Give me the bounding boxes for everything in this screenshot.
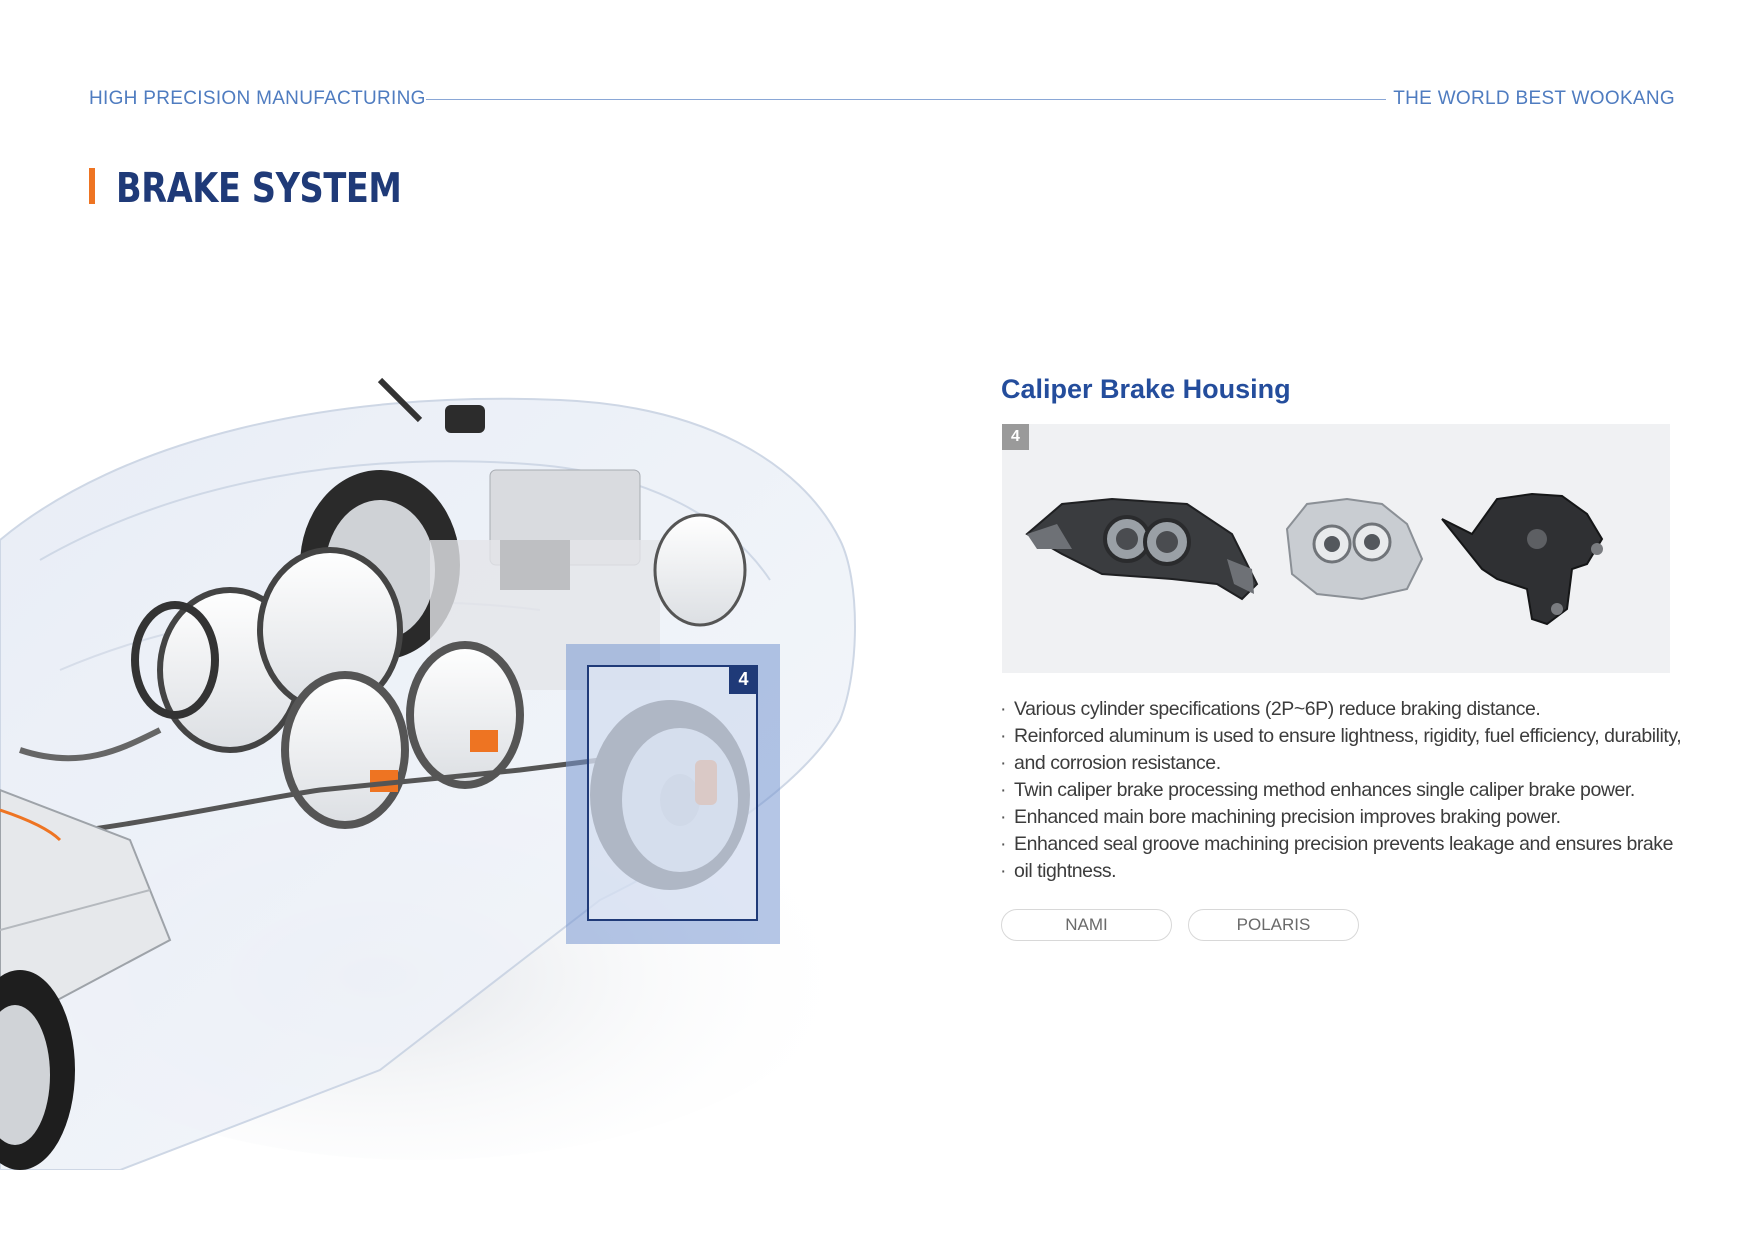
feature-list: Various cylinder specifications (2P~6P) … bbox=[1000, 696, 1682, 885]
caliper-parts-image bbox=[1025, 492, 1604, 626]
feature-item: Various cylinder specifications (2P~6P) … bbox=[1000, 696, 1680, 723]
product-number-badge: 4 bbox=[1002, 424, 1029, 450]
header-divider bbox=[426, 99, 1386, 100]
feature-item: Enhanced main bore machining precision i… bbox=[1000, 804, 1680, 831]
twin-caliper-part bbox=[1025, 497, 1259, 601]
bracket-caliper-part bbox=[1441, 492, 1604, 626]
feature-item: Twin caliper brake processing method enh… bbox=[1000, 777, 1680, 804]
page-title: BRAKE SYSTEM bbox=[116, 164, 402, 212]
product-image-panel: 4 bbox=[1002, 424, 1670, 673]
tag-polaris: POLARIS bbox=[1188, 909, 1359, 941]
callout-frame bbox=[587, 665, 758, 921]
header-right-text: THE WORLD BEST WOOKANG bbox=[1393, 88, 1675, 109]
feature-item: Enhanced seal groove machining precision… bbox=[1000, 831, 1680, 858]
feature-item: and corrosion resistance. bbox=[1000, 750, 1680, 777]
tag-nami: NAMI bbox=[1001, 909, 1172, 941]
feature-item: Reinforced aluminum is used to ensure li… bbox=[1000, 723, 1682, 750]
feature-item: oil tightness. bbox=[1000, 858, 1680, 885]
header-bar: HIGH PRECISION MANUFACTURING THE WORLD B… bbox=[89, 88, 1675, 112]
product-heading: Caliper Brake Housing bbox=[1001, 374, 1291, 404]
header-left-text: HIGH PRECISION MANUFACTURING bbox=[89, 88, 426, 109]
title-accent-bar bbox=[89, 168, 95, 204]
aluminum-caliper-part bbox=[1285, 497, 1424, 601]
callout-number-badge: 4 bbox=[729, 665, 758, 694]
